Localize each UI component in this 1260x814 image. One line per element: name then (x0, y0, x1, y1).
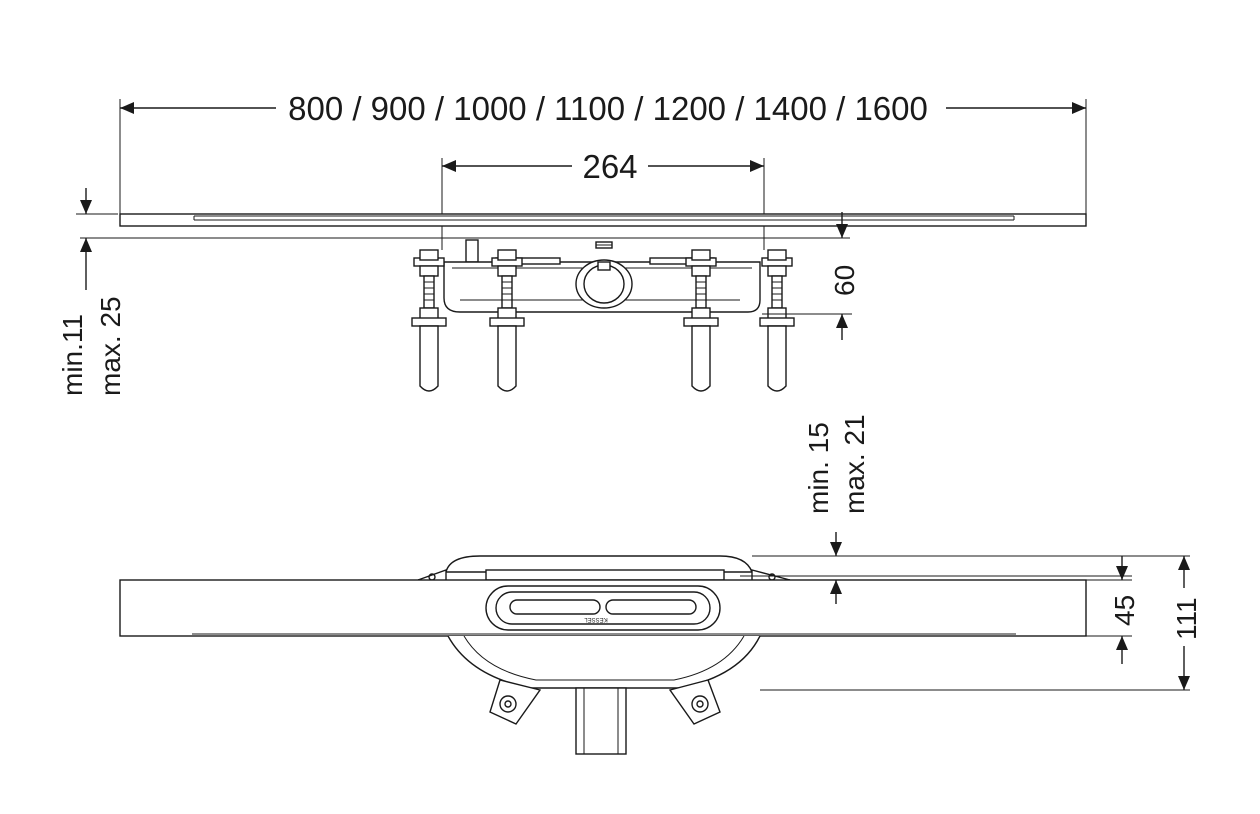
center-distance-label: 264 (582, 148, 637, 185)
center-distance-dimension: 264 (441, 148, 765, 250)
drain-body (443, 239, 761, 313)
length-dimension: 800 / 900 / 1000 / 1100 / 1200 / 1400 / … (119, 90, 1087, 214)
leveling-foot-3 (683, 249, 719, 392)
lower-bowl (447, 635, 1190, 755)
outlet-slots: KESSEL (485, 585, 721, 631)
length-label: 800 / 900 / 1000 / 1100 / 1200 / 1400 / … (288, 90, 928, 127)
tile-height-max-label: max. 21 (839, 414, 870, 514)
side-view: KESSEL min. 15 max. 21 (119, 414, 1202, 755)
leveling-foot-2 (489, 249, 525, 392)
width-label: 45 (1109, 595, 1140, 626)
body-height-dimension: 60 (762, 212, 860, 340)
channel-profile (80, 213, 1087, 239)
brand-logo-text: KESSEL (584, 616, 608, 622)
body-height-label: 60 (829, 265, 860, 296)
total-width-label: 111 (1171, 597, 1202, 640)
leveling-foot-1 (411, 249, 447, 392)
total-width-dimension: 111 (1171, 556, 1202, 690)
grate-height-max-label: max. 25 (95, 296, 126, 396)
width-dimension: 45 (1086, 556, 1140, 664)
grate-height-dimension: min.11 max. 25 (57, 188, 126, 396)
leveling-foot-4 (759, 249, 795, 392)
tile-height-min-label: min. 15 (803, 422, 834, 514)
upper-housing (417, 555, 1190, 583)
grate-height-min-label: min.11 (57, 314, 88, 396)
front-view: 800 / 900 / 1000 / 1100 / 1200 / 1400 / … (57, 90, 1087, 396)
tile-height-dimension: min. 15 max. 21 (803, 414, 870, 604)
